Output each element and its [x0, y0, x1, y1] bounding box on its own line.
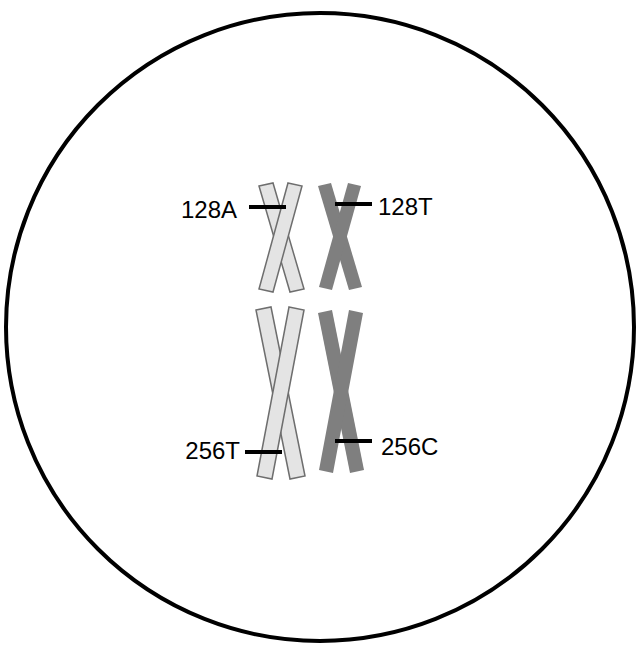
chromatid [259, 183, 302, 292]
chromatid [259, 183, 304, 292]
chromatid [318, 310, 364, 473]
allele-label: 128T [378, 194, 433, 220]
chromosome-light [259, 183, 304, 292]
chromosome-dark [318, 183, 362, 290]
locus-marker [249, 205, 286, 209]
locus-marker [335, 202, 372, 206]
chromatid [319, 183, 361, 290]
allele-label: 256T [185, 438, 240, 464]
allele-label: 128A [181, 197, 237, 223]
cell-outline [6, 13, 634, 641]
chromosome-dark [318, 310, 364, 473]
allele-label: 256C [381, 434, 438, 460]
chromatid [318, 183, 362, 290]
locus-marker [335, 439, 372, 443]
chromatid [319, 310, 363, 473]
locus-marker [245, 450, 282, 454]
